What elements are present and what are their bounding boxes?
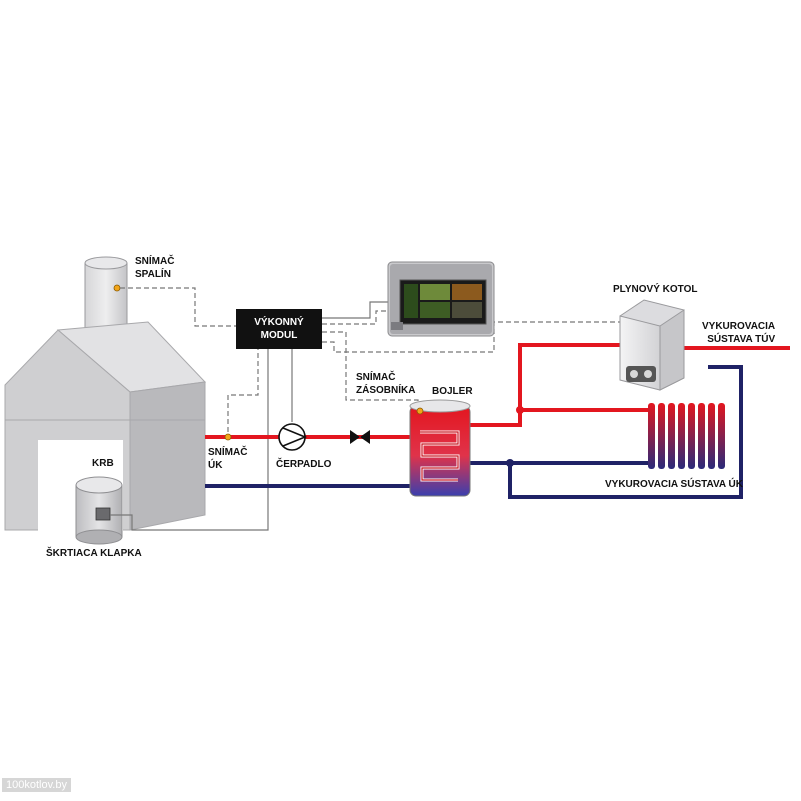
throttle-valve: [75, 476, 123, 545]
radiator-fin: [708, 403, 715, 469]
pump-icon: [278, 423, 308, 451]
gas-boiler-label: PLYNOVÝ KOTOL: [613, 284, 698, 295]
radiator: [648, 403, 725, 469]
controller-display: [387, 261, 495, 337]
watermark: 100kotlov.by: [2, 778, 71, 792]
signal-lines: [110, 287, 625, 531]
fireplace-label: KRB: [92, 458, 114, 469]
boiler-tank-label: BOJLER: [432, 386, 473, 397]
pump-label: ČERPADLO: [276, 459, 332, 470]
pipe-junction-hot: [516, 406, 524, 414]
radiator-fin: [688, 403, 695, 469]
pipes: [205, 343, 790, 499]
radiator-fin: [668, 403, 675, 469]
radiator-fin: [698, 403, 705, 469]
gas-boiler: [619, 299, 685, 391]
throttle-label: ŠKRTIACA KLAPKA: [46, 548, 142, 559]
dhw-system-label: VYKUROVACIA SÚSTAVA TÚV: [702, 321, 776, 345]
power-module: VÝKONNÝ MODUL: [236, 309, 322, 349]
flue-sensor-label: SNÍMAČ SPALÍN: [135, 256, 175, 280]
radiator-fin: [658, 403, 665, 469]
radiator-fin: [718, 403, 725, 469]
radiator-fin: [648, 403, 655, 469]
radiator-fin: [678, 403, 685, 469]
valve-icon: [350, 430, 370, 444]
flue-sensor-dot: [113, 284, 121, 292]
pipe-junction-cold: [506, 459, 514, 467]
return-sensor-dot: [224, 433, 232, 441]
tank-sensor-label: SNÍMAČ ZÁSOBNÍKA: [356, 372, 416, 396]
tank-sensor-dot: [416, 407, 424, 415]
heating-system-label: VYKUROVACIA SÚSTAVA ÚK: [605, 479, 743, 490]
boiler-tank: [409, 399, 471, 497]
return-sensor-label: SNÍMAČ ÚK: [208, 447, 248, 471]
